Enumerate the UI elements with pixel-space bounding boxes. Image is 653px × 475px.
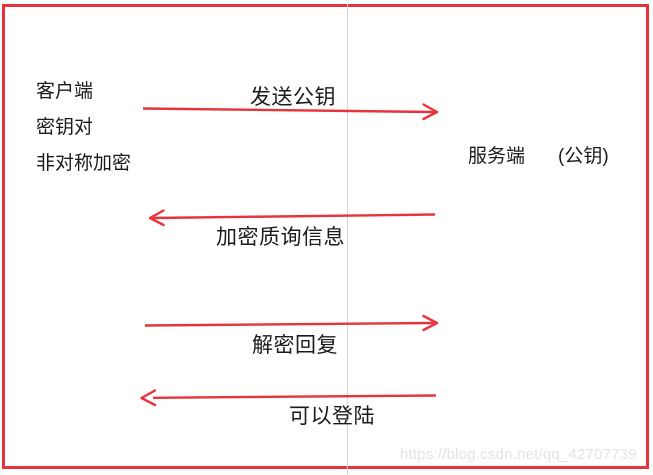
- diagram-border: [2, 4, 649, 469]
- server-text-block: 服务端 (公钥): [468, 141, 609, 168]
- center-divider-line: [347, 4, 348, 474]
- client-text-block: 客户端 密钥对 非对称加密: [36, 74, 131, 182]
- can-login-label: 可以登陆: [289, 405, 375, 428]
- server-publickey-note: (公钥): [558, 146, 609, 167]
- encrypted-challenge-label: 加密质询信息: [216, 226, 345, 249]
- decrypted-reply-label: 解密回复: [252, 334, 338, 357]
- client-keypair-label: 密钥对: [36, 117, 94, 138]
- client-asymmetric-label: 非对称加密: [36, 153, 132, 174]
- watermark-url: https://blog.csdn.net/qq_42707739: [400, 446, 637, 463]
- client-label: 客户端: [36, 81, 94, 102]
- server-label: 服务端: [468, 146, 526, 167]
- send-public-key-label: 发送公钥: [250, 86, 336, 109]
